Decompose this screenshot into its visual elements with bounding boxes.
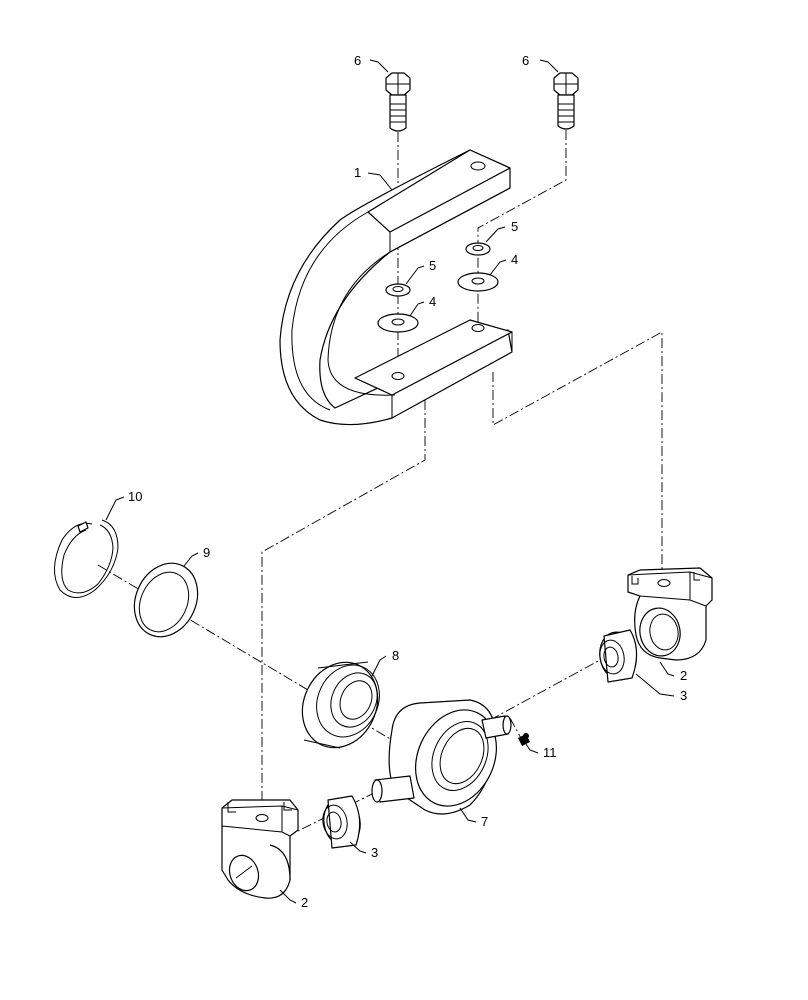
- callout-5-right: 5: [511, 219, 518, 234]
- callout-2-right: 2: [680, 668, 687, 683]
- bearing-left: [322, 795, 361, 849]
- bracket-left: [221, 799, 299, 899]
- callout-5-left: 5: [429, 258, 436, 273]
- lockwasher-left: [385, 283, 411, 297]
- bearing-right: [599, 629, 638, 683]
- callout-6-right: 6: [522, 53, 529, 68]
- washer-left: [377, 313, 419, 333]
- shim-washer: [133, 562, 199, 638]
- callout-3-right: 3: [680, 688, 687, 703]
- bolt-left: [385, 72, 411, 132]
- callout-11: 11: [543, 745, 557, 760]
- snap-ring: [54, 519, 119, 598]
- callout-labels: 6 6 1 5 4 5 4 10 9 8 2 3 11 7 3 2: [128, 53, 687, 910]
- bolt-right: [553, 72, 579, 130]
- axis-bracket-right: [492, 331, 663, 580]
- callout-7: 7: [481, 814, 488, 829]
- callout-9: 9: [203, 545, 210, 560]
- callout-2-left: 2: [301, 895, 308, 910]
- axis-grease-fitting: [509, 717, 523, 741]
- callout-6-left: 6: [354, 53, 361, 68]
- u-frame: [279, 149, 513, 426]
- callout-8: 8: [392, 648, 399, 663]
- axis-right-bearing: [489, 659, 601, 721]
- callout-10: 10: [128, 489, 142, 504]
- bearing-housing: [371, 699, 512, 815]
- grease-fitting: [518, 733, 530, 746]
- large-bearing: [301, 661, 380, 749]
- callout-1: 1: [354, 165, 361, 180]
- bracket-right: [627, 567, 713, 661]
- axis-bracket-left: [261, 400, 426, 820]
- leader-lines: [105, 59, 675, 904]
- callout-3-left: 3: [371, 845, 378, 860]
- callout-4-left: 4: [429, 294, 436, 309]
- washer-right: [457, 272, 499, 292]
- callout-4-right: 4: [511, 252, 518, 267]
- lockwasher-right: [465, 242, 491, 256]
